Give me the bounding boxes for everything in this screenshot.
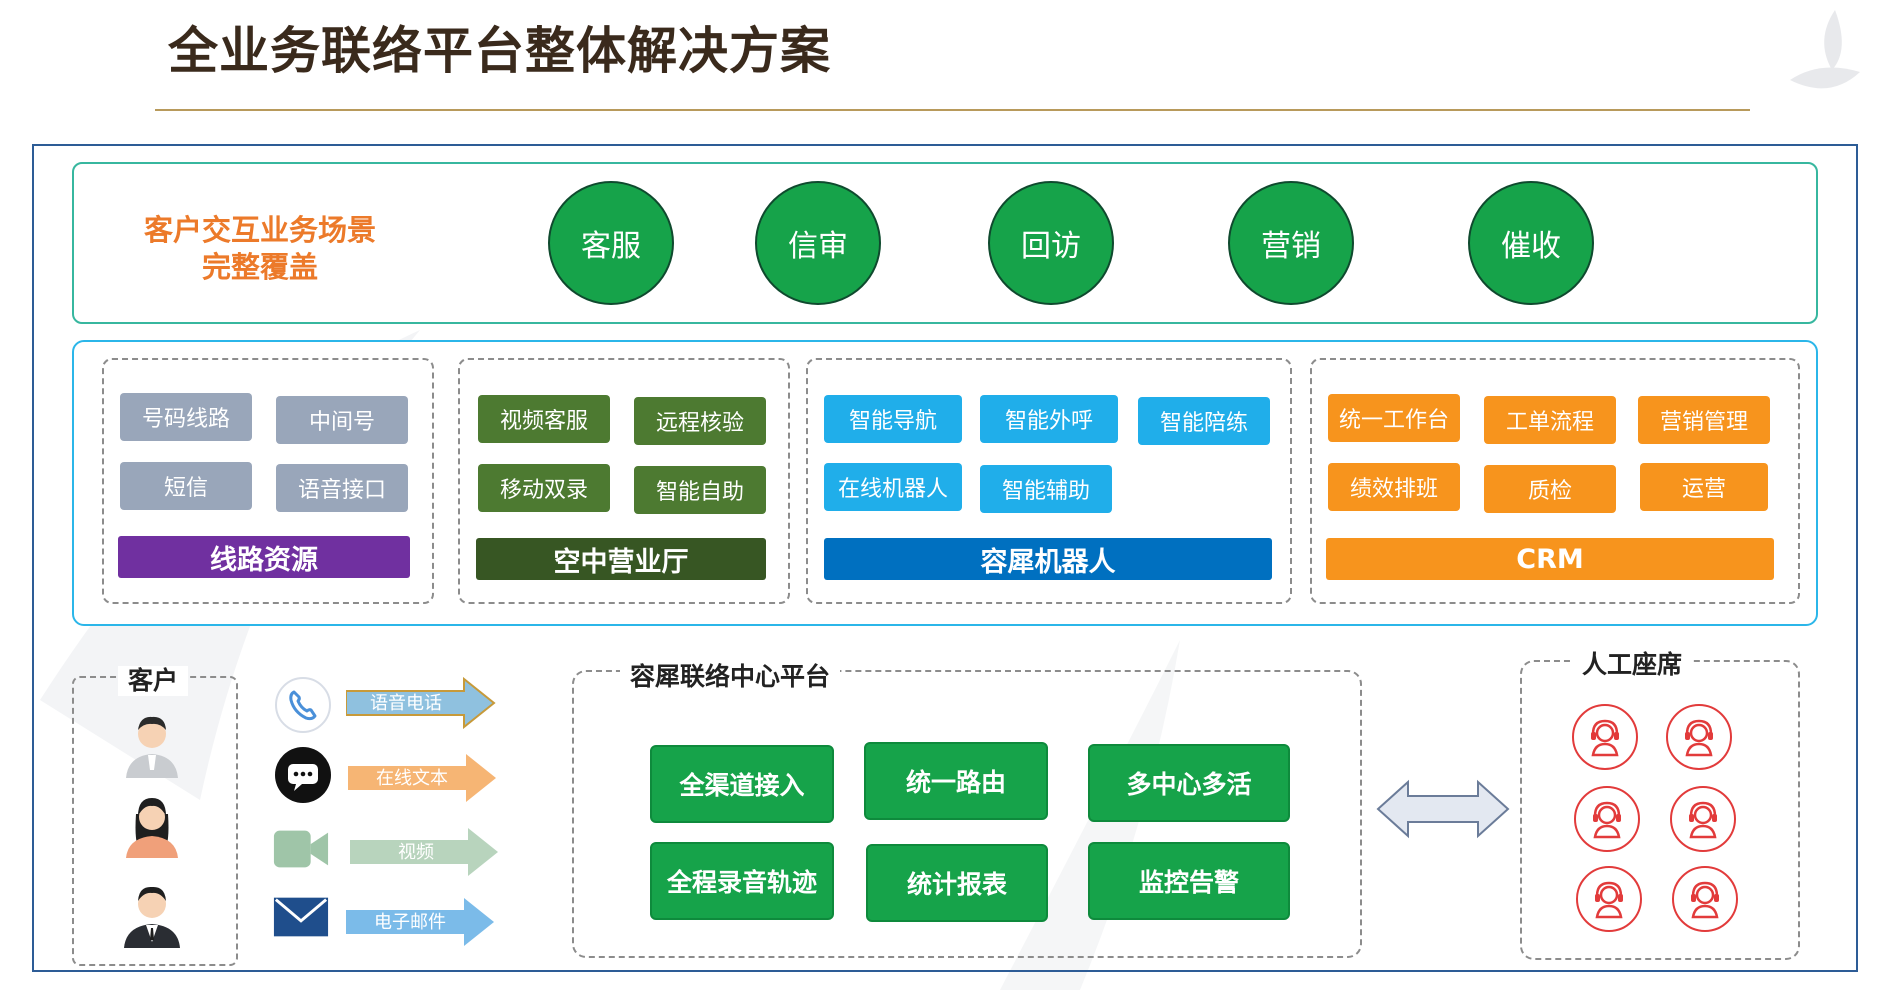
agent-headset-icon <box>1574 786 1640 852</box>
chip-smart-assist: 智能辅助 <box>980 465 1112 513</box>
chip-performance-scheduling: 绩效排班 <box>1328 463 1460 511</box>
voice-channel-label: 语音电话 <box>370 693 442 714</box>
group-virtual-hall <box>458 358 790 604</box>
agent-headset-icon <box>1672 866 1738 932</box>
chip-video-service: 视频客服 <box>478 395 610 443</box>
chip-smart-navigation: 智能导航 <box>824 395 962 443</box>
agents-label: 人工座席 <box>1572 650 1693 680</box>
chip-mobile-recording: 移动双录 <box>478 464 610 512</box>
phone-icon <box>274 676 332 734</box>
customers-label: 客户 <box>118 666 189 696</box>
chip-quality-check: 质检 <box>1484 465 1616 513</box>
group-bar-robot: 容犀机器人 <box>824 538 1272 580</box>
video-channel-label: 视频 <box>398 842 434 863</box>
customer-woman-icon <box>126 798 178 858</box>
chip-remote-verify: 远程核验 <box>634 397 766 445</box>
chip-voice-interface: 语音接口 <box>276 464 408 512</box>
chip-number-lines: 号码线路 <box>120 393 252 441</box>
scene-circle-kefu: 客服 <box>548 181 674 305</box>
group-bar-virtual-hall: 空中营业厅 <box>476 538 766 580</box>
platform-group <box>572 670 1362 958</box>
video-channel-arrow <box>350 828 498 876</box>
platform-title: 容犀联络中心平台 <box>620 662 841 692</box>
chip-online-robot: 在线机器人 <box>824 463 962 511</box>
group-bar-crm: CRM <box>1326 538 1774 580</box>
bidirectional-arrow <box>1376 779 1510 839</box>
agent-headset-icon <box>1666 704 1732 770</box>
agent-headset-icon <box>1576 866 1642 932</box>
email-channel-label: 电子邮件 <box>374 912 446 933</box>
chip-unified-workbench: 统一工作台 <box>1328 394 1460 442</box>
scenes-title: 客户交互业务场景 完整覆盖 <box>110 212 410 286</box>
text-channel-arrow <box>348 754 496 802</box>
agent-headset-icon <box>1670 786 1736 852</box>
main-frame <box>32 144 1858 972</box>
group-crm <box>1310 358 1800 604</box>
email-channel-arrow <box>346 898 494 946</box>
email-icon <box>272 888 330 946</box>
group-bar-line-resources: 线路资源 <box>118 536 410 578</box>
chip-marketing-management: 营销管理 <box>1638 396 1770 444</box>
scene-circle-xinshen: 信审 <box>755 181 881 305</box>
chat-icon <box>274 746 332 804</box>
platform-unified-routing: 统一路由 <box>864 742 1048 820</box>
chip-operations: 运营 <box>1640 463 1768 511</box>
platform-statistics-reports: 统计报表 <box>866 844 1048 922</box>
group-line-resources <box>102 358 434 604</box>
agent-headset-icon <box>1572 704 1638 770</box>
video-camera-icon <box>272 820 330 878</box>
customer-man-icon <box>126 716 178 778</box>
chip-smart-training: 智能陪练 <box>1138 397 1270 445</box>
voice-channel-arrow <box>346 677 496 729</box>
title-divider <box>155 109 1750 111</box>
scene-circle-huifang: 回访 <box>988 181 1114 305</box>
platform-multi-center-active: 多中心多活 <box>1088 744 1290 822</box>
scene-circle-cuishou: 催收 <box>1468 181 1594 305</box>
platform-full-recording-trace: 全程录音轨迹 <box>650 842 834 920</box>
platform-monitoring-alerts: 监控告警 <box>1088 842 1290 920</box>
scenes-title-line2: 完整覆盖 <box>201 250 318 284</box>
chip-smart-outbound: 智能外呼 <box>980 395 1118 443</box>
customer-businessman-icon <box>124 886 180 948</box>
text-channel-label: 在线文本 <box>376 768 448 789</box>
chip-ticket-flow: 工单流程 <box>1484 396 1616 444</box>
scene-circle-yingxiao: 营销 <box>1228 181 1354 305</box>
page-title: 全业务联络平台整体解决方案 <box>168 22 831 80</box>
chip-self-service: 智能自助 <box>634 466 766 514</box>
group-robot <box>806 358 1292 604</box>
chip-middle-number: 中间号 <box>276 396 408 444</box>
chip-sms: 短信 <box>120 462 252 510</box>
scenes-title-line1: 客户交互业务场景 <box>143 213 376 247</box>
agents-group <box>1520 660 1800 960</box>
platform-omnichannel-access: 全渠道接入 <box>650 745 834 823</box>
